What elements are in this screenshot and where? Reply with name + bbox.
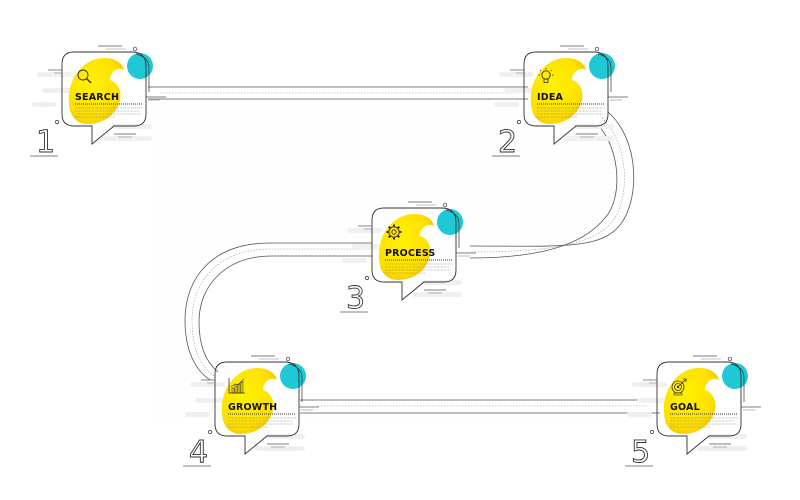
decor-streak bbox=[347, 228, 382, 233]
decor-streak bbox=[627, 412, 652, 417]
gear-icon bbox=[386, 224, 402, 240]
step-2-title: IDEA bbox=[537, 92, 564, 103]
decor-streak bbox=[697, 446, 747, 451]
texture-area bbox=[150, 95, 650, 420]
decor-streak bbox=[499, 72, 534, 77]
step-1-card: SEARCH 1 bbox=[30, 45, 166, 160]
step-4-title: GROWTH bbox=[228, 402, 277, 413]
step-2-number: 2 bbox=[498, 125, 517, 160]
step-4-card: GROWTH 4 bbox=[183, 355, 319, 470]
decor-streak bbox=[265, 434, 305, 439]
decor-streak bbox=[412, 292, 462, 297]
decor-streak bbox=[342, 258, 367, 263]
magnifier-icon bbox=[77, 69, 92, 84]
step-2-card: IDEA 2 bbox=[492, 45, 628, 160]
decor-streak bbox=[37, 72, 72, 77]
speech-bubble-outline bbox=[523, 51, 609, 145]
decor-streak bbox=[32, 102, 57, 107]
decor-streak bbox=[494, 102, 519, 107]
decor-streak bbox=[707, 434, 747, 439]
connector-3-4 bbox=[184, 242, 372, 381]
step-1-number: 1 bbox=[36, 125, 55, 160]
step-3-number: 3 bbox=[346, 281, 365, 316]
decor-streak bbox=[185, 412, 210, 417]
speech-bubble-outline bbox=[371, 207, 457, 301]
speech-bubble-outline bbox=[656, 361, 742, 455]
yellow-blob bbox=[530, 58, 586, 124]
step-3-card: PROCESS 3 bbox=[340, 201, 476, 316]
connector-2-3 bbox=[469, 111, 635, 259]
step-5-number: 5 bbox=[631, 435, 650, 470]
decor-streak bbox=[112, 124, 152, 129]
step-1-title: SEARCH bbox=[75, 92, 119, 103]
decor-streak bbox=[255, 446, 305, 451]
yellow-blob bbox=[663, 368, 719, 434]
step-4-number: 4 bbox=[189, 435, 208, 470]
step-5-card: GOAL 5 bbox=[625, 355, 761, 470]
decor-streak bbox=[102, 136, 152, 141]
connector-1-2 bbox=[148, 86, 528, 100]
speech-bubble-outline bbox=[214, 361, 300, 455]
lightbulb-icon bbox=[538, 68, 554, 83]
target-icon bbox=[671, 378, 687, 396]
decor-streak bbox=[190, 382, 225, 387]
decor-streak bbox=[564, 136, 614, 141]
step-5-title: GOAL bbox=[670, 402, 700, 413]
bar-chart-icon bbox=[228, 378, 245, 394]
step-3-title: PROCESS bbox=[385, 248, 435, 259]
speech-bubble-outline bbox=[61, 51, 147, 145]
decor-streak bbox=[574, 124, 614, 129]
decor-streak bbox=[632, 382, 667, 387]
connector-4-5 bbox=[300, 399, 660, 414]
decor-streak bbox=[422, 280, 462, 285]
yellow-blob bbox=[68, 58, 124, 124]
